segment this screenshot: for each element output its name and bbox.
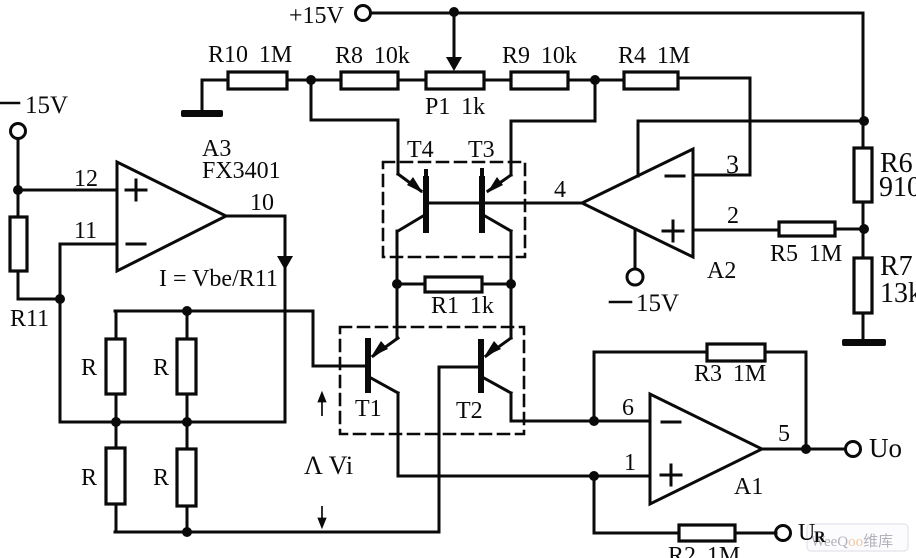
svg-text:T4: T4 [407,137,434,163]
svg-text:R10 1M: R10 1M [208,42,292,68]
svg-text:FX3401: FX3401 [202,158,281,184]
svg-text:5: 5 [778,421,790,447]
svg-text:T2: T2 [456,398,483,424]
svg-text:13k: 13k [880,278,916,309]
svg-text:R: R [814,529,826,546]
svg-text:R4 1M: R4 1M [618,43,690,69]
svg-text:U: U [798,520,815,546]
svg-text:2: 2 [727,203,739,229]
svg-text:R: R [153,465,169,491]
svg-text:A2: A2 [707,258,736,284]
svg-text:4: 4 [554,177,566,203]
svg-text:WeeQoo维库: WeeQoo维库 [811,533,893,550]
svg-text:R2 1M: R2 1M [668,543,740,558]
svg-text:P1 1k: P1 1k [425,94,485,120]
svg-text:A1: A1 [734,474,763,500]
svg-text:I = Vbe/R11: I = Vbe/R11 [159,266,278,292]
svg-text:10: 10 [250,190,274,216]
svg-text:15V: 15V [636,290,679,317]
svg-text:R: R [153,355,169,381]
svg-text:R8 10k: R8 10k [335,43,410,69]
svg-text:A3: A3 [202,136,231,162]
svg-text:R5 1M: R5 1M [770,241,842,267]
svg-text:R: R [81,355,97,381]
svg-text:Λ Vi: Λ Vi [304,451,353,480]
svg-text:3: 3 [726,150,739,179]
svg-text:Uo: Uo [869,433,902,463]
svg-text:12: 12 [74,166,98,192]
svg-text:+15V: +15V [289,3,345,29]
svg-text:R11: R11 [10,306,49,332]
svg-text:R6: R6 [880,148,913,179]
svg-text:T3: T3 [468,137,495,163]
svg-text:11: 11 [74,218,97,244]
svg-text:6: 6 [622,395,634,421]
svg-text:15V: 15V [25,92,68,119]
svg-text:1: 1 [624,450,636,476]
svg-text:R9 10k: R9 10k [502,43,577,69]
svg-text:R7: R7 [880,251,913,282]
svg-text:T1: T1 [355,396,382,422]
svg-text:910: 910 [879,172,916,203]
svg-text:R3 1M: R3 1M [694,361,766,387]
svg-text:R1 1k: R1 1k [431,293,494,319]
svg-text:R: R [81,465,97,491]
